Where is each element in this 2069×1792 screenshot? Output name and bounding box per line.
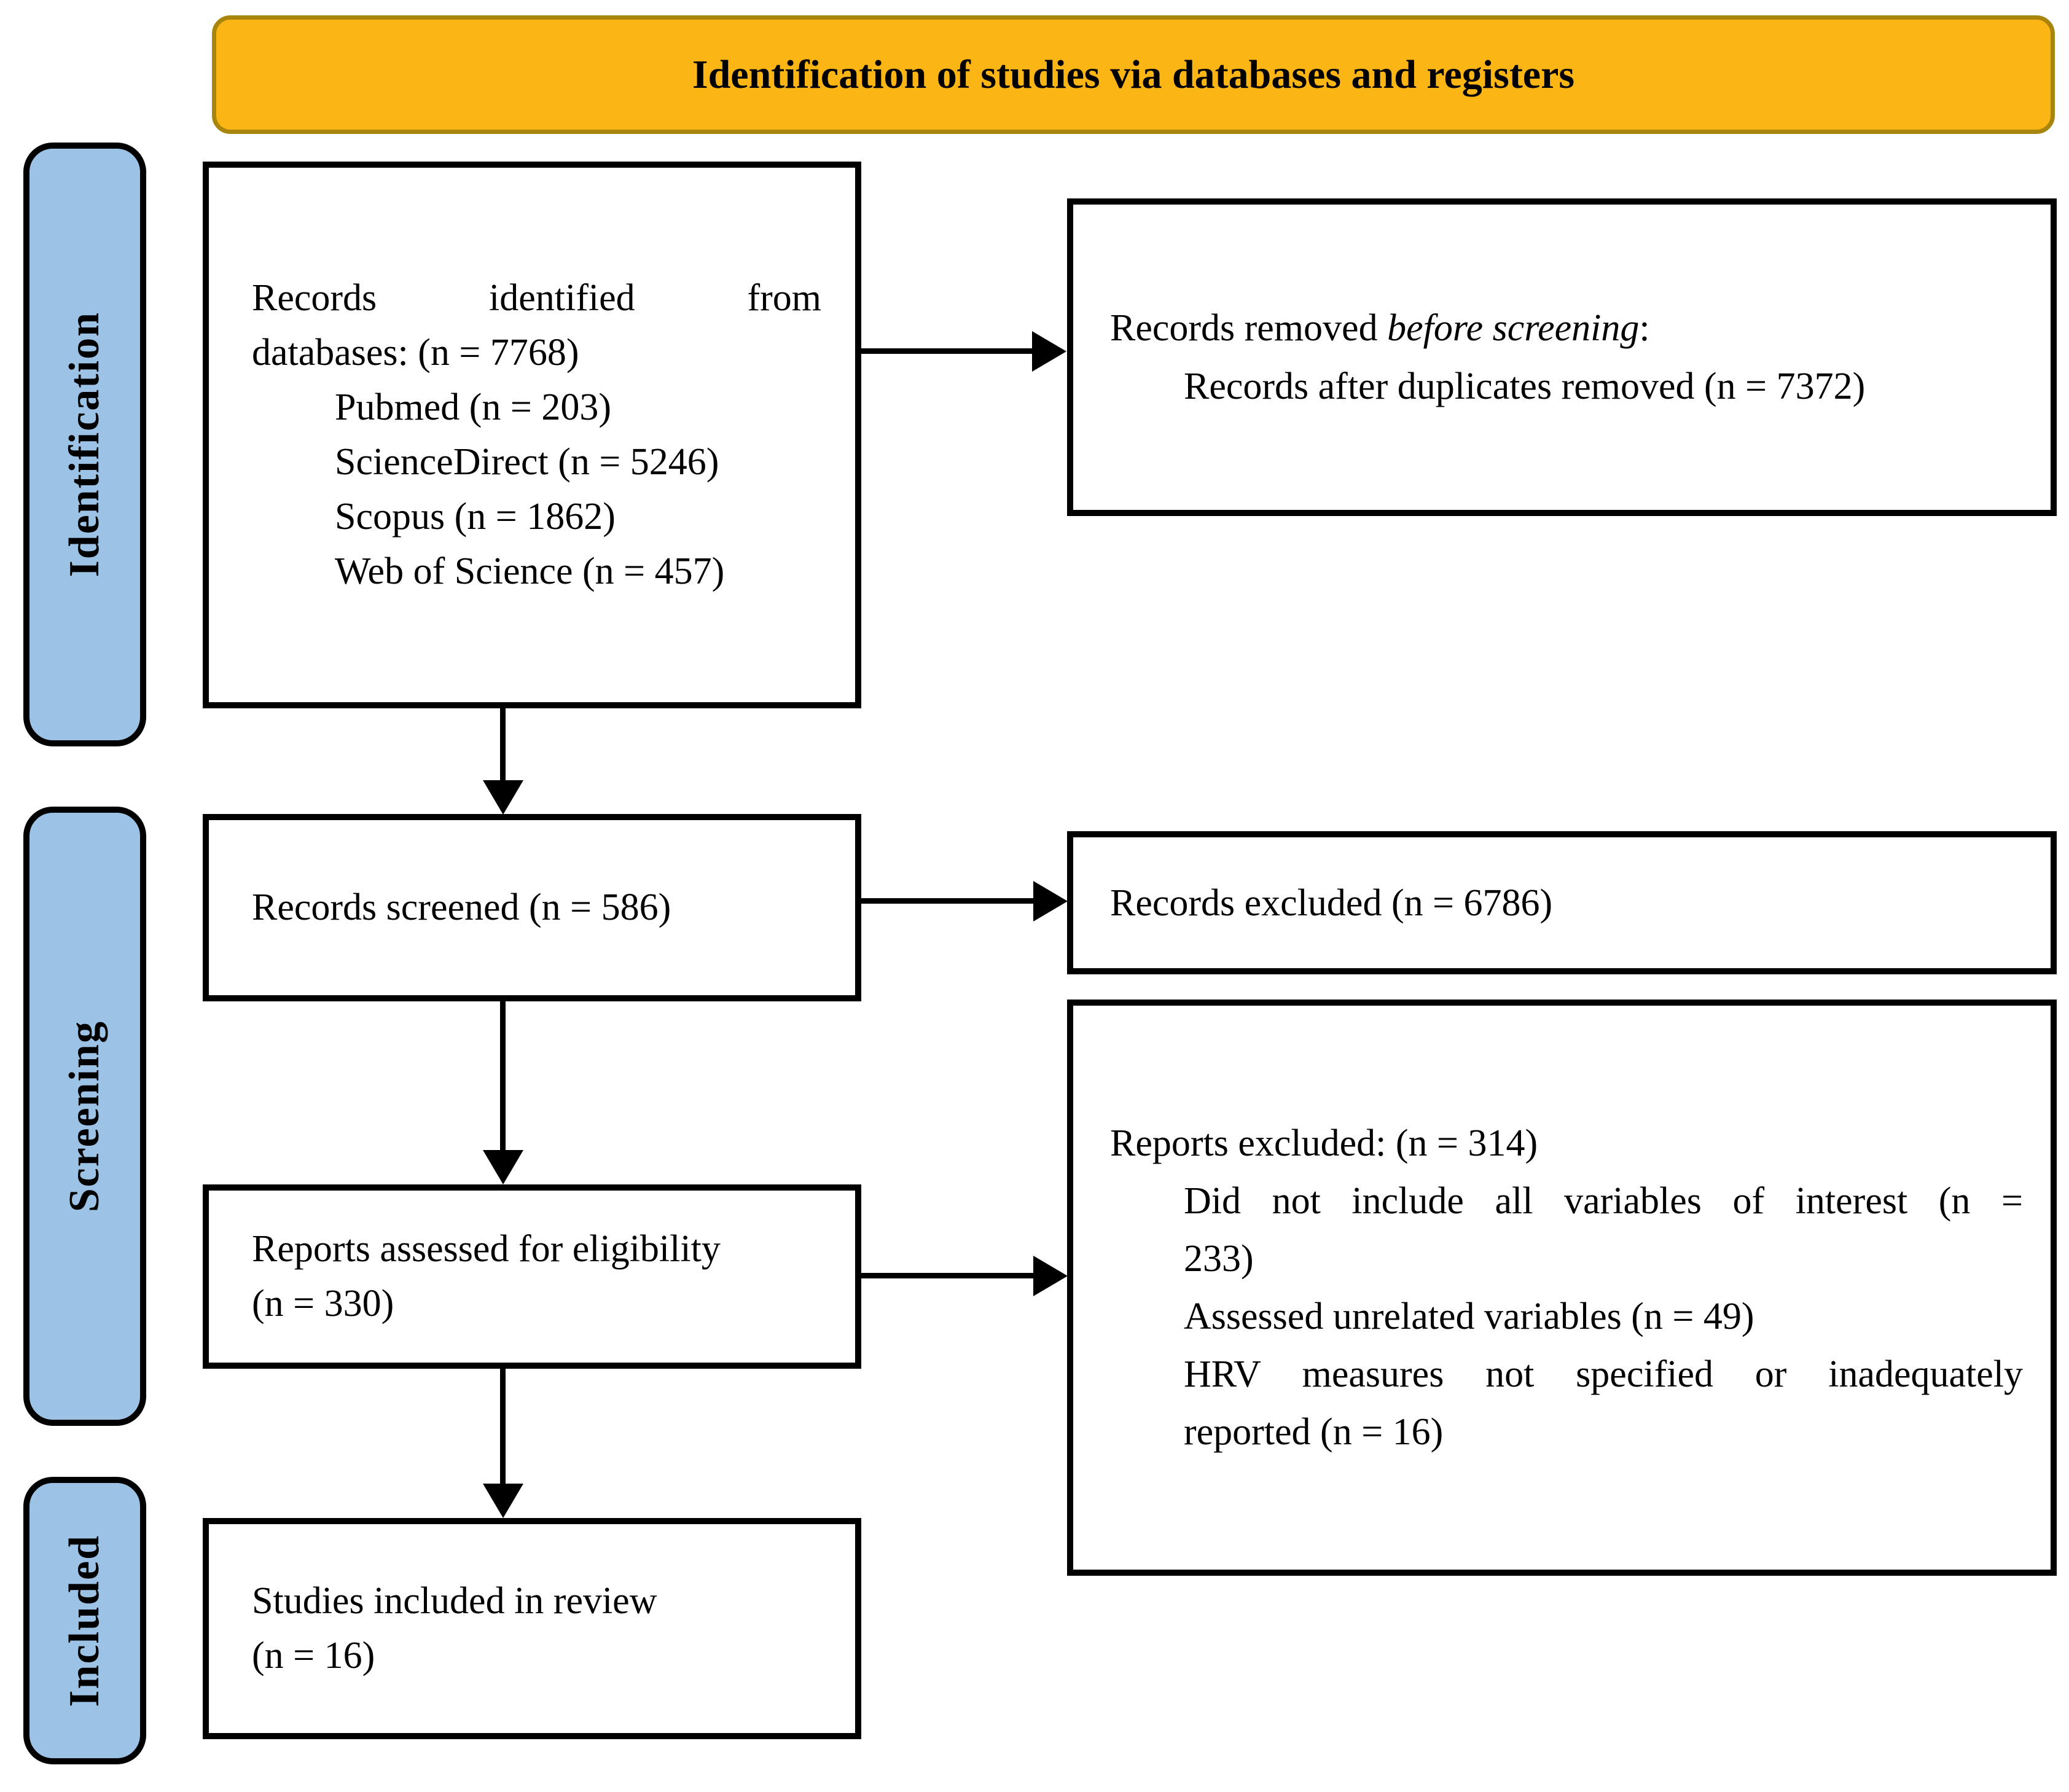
text-line: Reports assessed for eligibility [252,1228,721,1270]
arrow-screened-to-excluded-arrowhead [1033,881,1068,921]
text-line: Reports excluded: (n = 314) [1110,1122,1538,1164]
arrow-screened-to-assessed-line [500,1001,506,1151]
phase-label-screening: Screening [23,807,146,1426]
arrow-assessed-to-included-line [500,1369,506,1484]
text-line: (n = 330) [252,1283,394,1324]
arrow-identified-to-removed-arrowhead [1032,331,1066,372]
arrow-screened-to-excluded-line [861,898,1034,904]
text-line: Records removed before screening: [1073,299,2051,358]
text-line: (n = 16) [252,1635,375,1677]
arrow-identified-to-removed-line [861,348,1033,354]
box-reports-excluded: Reports excluded: (n = 314) Did not incl… [1067,1000,2057,1576]
phase-label-identification-text: Identification [61,311,108,577]
box-records-removed-before-screening: Records removed before screening: Record… [1067,198,2057,516]
banner-title: Identification of studies via databases … [692,52,1575,97]
text-line-reason-unrelated-variables: Assessed unrelated variables (n = 49) [1184,1296,1754,1337]
arrow-assessed-to-reports-excluded-line [861,1273,1034,1278]
box-records-screened: Records screened (n = 586) [203,814,861,1001]
text-line-reason-variables-of-interest-cont: 233) [1184,1238,1254,1280]
banner-identification-of-studies: Identification of studies via databases … [212,15,2055,134]
text-line: databases: (n = 7768) [252,332,579,374]
text-line-reason-hrv-measures: HRV measures not specified or inadequate… [1184,1353,2023,1395]
text-segment: : [1639,307,1650,349]
box-reports-assessed: Reports assessed for eligibility (n = 33… [203,1184,861,1369]
arrow-identified-to-screened-arrowhead [483,780,523,815]
text-line-duplicates-removed: Records after duplicates removed (n = 73… [1184,365,1866,407]
text-line-database-sciencedirect: ScienceDirect (n = 5246) [335,441,719,483]
text-line: Records screened (n = 586) [252,886,671,928]
text-line: Records identified from [252,277,821,319]
text-line-database-web-of-science: Web of Science (n = 457) [335,550,725,592]
phase-label-included-text: Included [61,1534,108,1707]
text-segment-italic: before screening [1387,307,1640,349]
box-records-identified: Records identified from databases: (n = … [203,162,861,708]
arrow-identified-to-screened-line [500,708,506,780]
text-segment: Records removed [1110,307,1388,349]
phase-label-screening-text: Screening [61,1020,108,1213]
arrow-assessed-to-included-arrowhead [483,1484,523,1518]
text-line-reason-variables-of-interest: Did not include all variables of interes… [1184,1180,2023,1222]
text-line-database-scopus: Scopus (n = 1862) [335,496,616,538]
phase-label-included: Included [23,1477,146,1764]
text-line-database-pubmed: Pubmed (n = 203) [335,386,611,428]
phase-label-identification: Identification [23,143,146,746]
arrow-assessed-to-reports-excluded-arrowhead [1033,1256,1068,1296]
box-studies-included: Studies included in review (n = 16) [203,1518,861,1739]
text-line: Studies included in review [252,1580,657,1622]
arrow-screened-to-assessed-arrowhead [483,1150,523,1184]
box-records-excluded: Records excluded (n = 6786) [1067,831,2057,974]
text-line: Records excluded (n = 6786) [1110,882,1553,924]
text-line-reason-hrv-measures-cont: reported (n = 16) [1184,1411,1444,1453]
